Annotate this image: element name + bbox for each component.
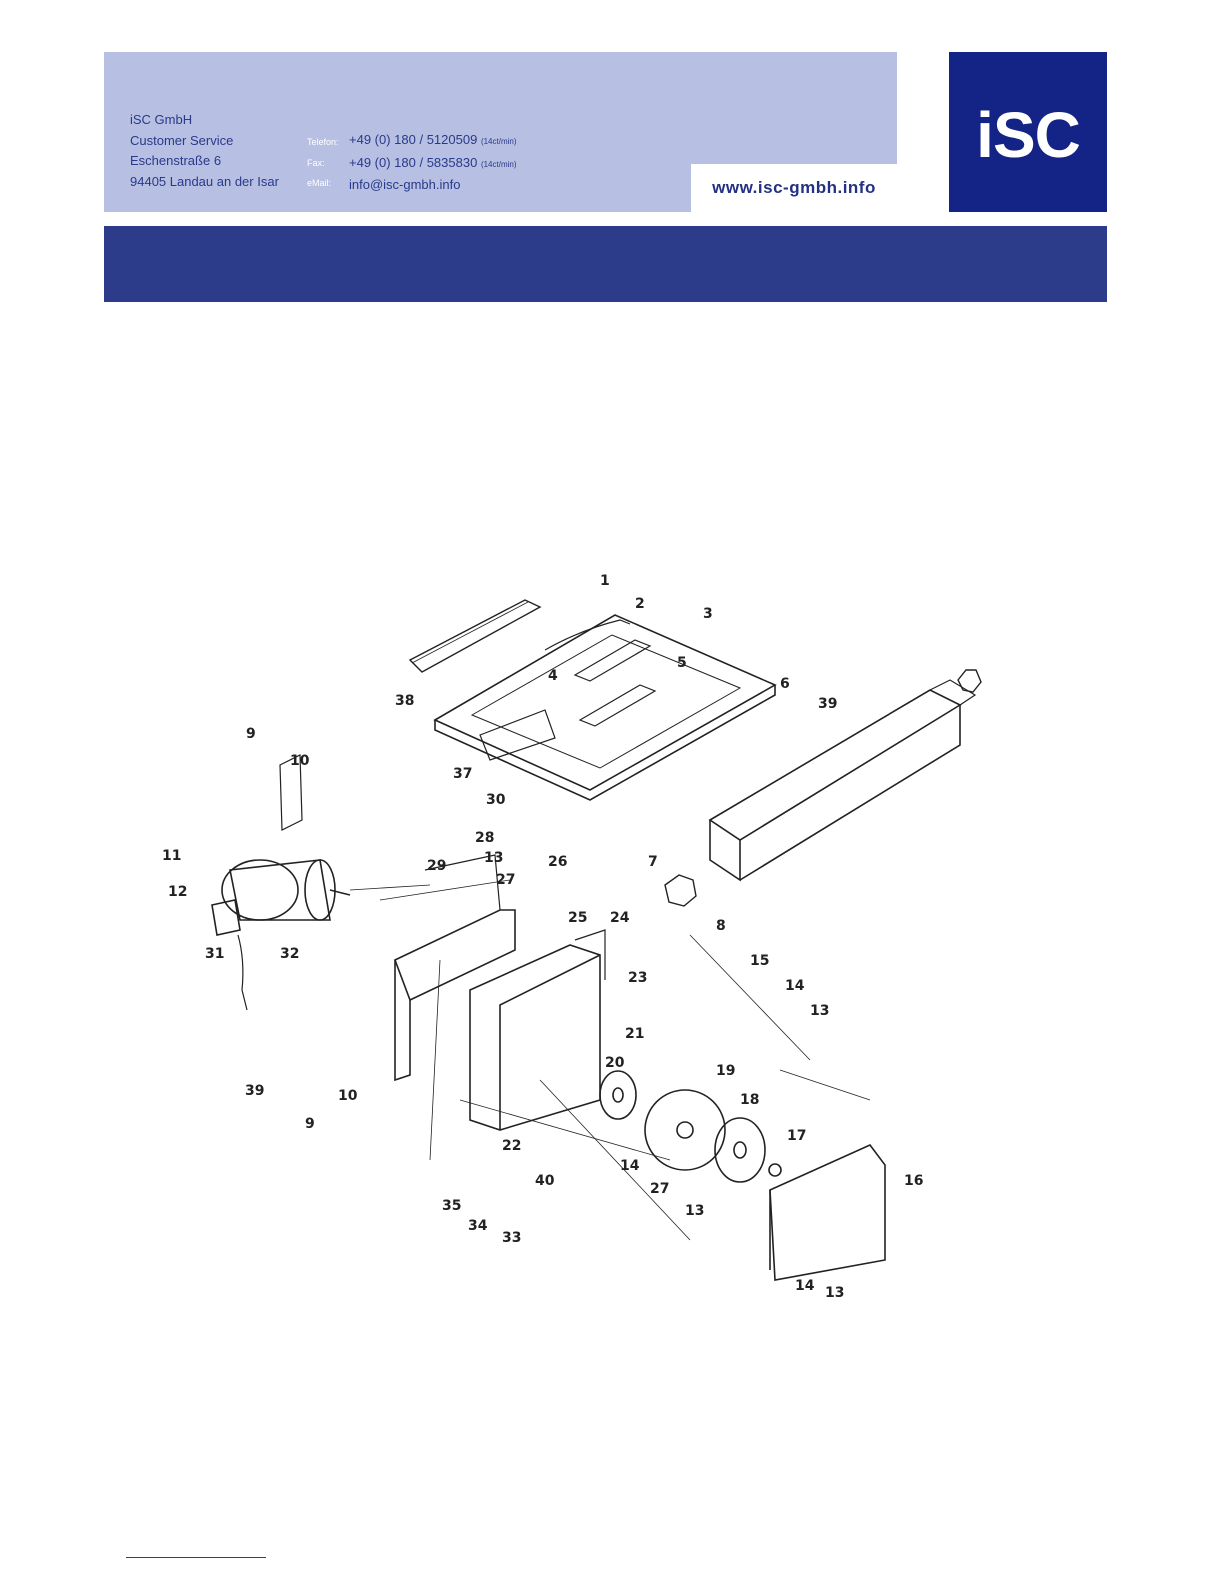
part-label: 14 <box>620 1158 640 1174</box>
part-label: 10 <box>290 753 310 769</box>
contact-labels: Telefon: Fax: eMail: <box>307 132 339 194</box>
part-label: 22 <box>502 1138 521 1154</box>
street: Eschenstraße 6 <box>130 153 222 168</box>
part-label: 12 <box>168 884 187 900</box>
part-label: 19 <box>716 1063 735 1079</box>
email-link[interactable]: info@isc-gmbh.info <box>349 177 461 192</box>
fax-label: Fax: <box>307 157 325 168</box>
part-label: 18 <box>740 1092 759 1108</box>
table-top-shape <box>433 614 777 791</box>
isc-logo: iSC <box>949 52 1107 212</box>
company-address: iSC GmbH Customer Service Eschenstraße 6… <box>130 110 279 192</box>
part-label: 16 <box>904 1173 923 1189</box>
part-label: 30 <box>486 792 506 808</box>
fax-number: +49 (0) 180 / 5835830 (14ct/min) <box>349 154 517 170</box>
city: 94405 Landau an der Isar <box>130 173 279 189</box>
part-label: 14 <box>785 978 805 994</box>
company-name: iSC GmbH <box>130 112 193 127</box>
phone-rate: (14ct/min) <box>480 137 517 146</box>
part-label: 37 <box>453 766 472 782</box>
part-label: 40 <box>535 1173 555 1189</box>
part-label: 21 <box>625 1026 644 1042</box>
part-label: 5 <box>677 655 687 671</box>
part-label: 15 <box>750 953 769 969</box>
part-label: 27 <box>650 1181 669 1197</box>
footer-link-underline <box>126 1557 266 1558</box>
website-link[interactable]: www.isc-gmbh.info <box>712 178 876 197</box>
part-label: 32 <box>280 946 299 962</box>
part-label: 35 <box>442 1198 461 1214</box>
part-label: 1 <box>600 573 610 589</box>
part-label: 29 <box>427 858 446 874</box>
part-label: 26 <box>548 854 567 870</box>
part-label: 4 <box>548 668 558 684</box>
part-label: 33 <box>502 1230 521 1246</box>
part-label: 8 <box>716 918 726 934</box>
part-label: 13 <box>685 1203 704 1219</box>
phone-label: Telefon: <box>307 137 339 147</box>
phone-number: +49 (0) 180 / 5120509 (14ct/min) <box>349 132 517 147</box>
title-bar <box>104 226 1107 302</box>
department: Customer Service <box>130 132 234 148</box>
fax-rate: (14ct/min) <box>480 159 517 169</box>
part-label: 34 <box>468 1218 488 1234</box>
part-label: 6 <box>780 676 790 692</box>
part-label: 7 <box>648 854 658 870</box>
part-label: 39 <box>245 1083 264 1099</box>
part-label: 23 <box>628 970 647 986</box>
part-label: 28 <box>475 830 494 846</box>
part-label: 9 <box>305 1116 315 1132</box>
part-label: 17 <box>787 1128 806 1144</box>
part-label: 10 <box>338 1088 358 1104</box>
part-label: 20 <box>605 1055 625 1071</box>
part-label: 11 <box>162 848 181 864</box>
part-label: 27 <box>496 872 515 888</box>
part-label: 39 <box>818 696 837 712</box>
email-label: eMail: <box>307 178 332 188</box>
part-label: 38 <box>395 693 414 709</box>
part-label: 31 <box>205 946 224 962</box>
website-box: www.isc-gmbh.info <box>691 164 897 212</box>
part-label: 24 <box>610 910 630 926</box>
part-label: 13 <box>810 1003 829 1019</box>
exploded-parts-diagram: 1 2 3 4 5 6 38 39 9 10 37 30 29 28 13 27… <box>162 573 982 1301</box>
part-label: 13 <box>484 850 503 866</box>
header-panel: iSC GmbH Customer Service Eschenstraße 6… <box>104 52 897 212</box>
part-label: 2 <box>635 596 645 612</box>
part-label: 13 <box>825 1285 844 1301</box>
contact-values: +49 (0) 180 / 5120509 (14ct/min) +49 (0)… <box>349 130 517 196</box>
part-label: 25 <box>568 910 587 926</box>
part-label: 9 <box>246 726 256 742</box>
part-label: 3 <box>703 606 713 622</box>
logo-text: iSC <box>976 99 1081 171</box>
part-label: 14 <box>795 1278 815 1294</box>
